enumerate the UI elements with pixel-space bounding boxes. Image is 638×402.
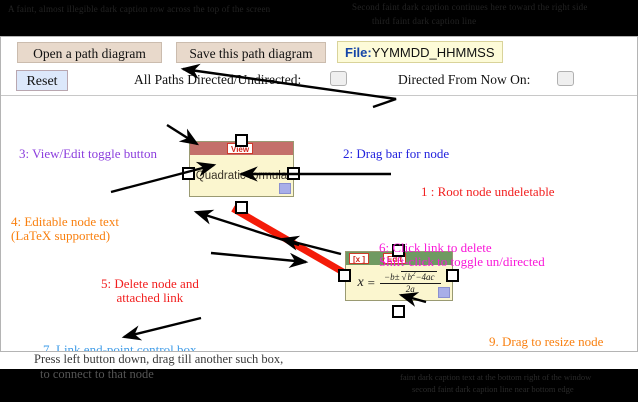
- annotation-4-line-2: (LaTeX supported): [11, 228, 111, 243]
- link-line[interactable]: [231, 205, 349, 278]
- formula-fraction: −b±√b2−4ac 2a: [380, 271, 441, 294]
- footer-line-1: Press left button down, drag till anothe…: [34, 352, 284, 366]
- annotation-4-line-1: 4: Editable node text: [11, 214, 119, 229]
- node-root-resize-handle[interactable]: [279, 183, 291, 194]
- file-name-value: YYMMDD_HHMMSS: [371, 45, 495, 60]
- annotation-7-line-1: 7. Link end-point control box: [43, 342, 197, 352]
- footer-white-strip: [0, 352, 638, 369]
- annotation-6: 6: Click link to delete Shift-click to t…: [379, 241, 545, 269]
- node-child-control-box-right[interactable]: [446, 269, 459, 282]
- annotation-5-line-1: 5: Delete node and: [101, 276, 199, 291]
- formula-denominator: 2a: [405, 284, 415, 294]
- annotation-5-line-2: attached link: [116, 290, 184, 305]
- bottom-banner-line-1: faint dark caption text at the bottom ri…: [400, 372, 592, 382]
- directed-from-now-on-toggle[interactable]: [557, 71, 574, 86]
- top-banner-line-3: third faint dark caption line: [372, 16, 477, 26]
- annotation-1: 1 : Root node undeletable: [421, 184, 555, 199]
- node-root[interactable]: View Quadratic formula: [189, 141, 294, 197]
- node-root-control-box-right[interactable]: [287, 167, 300, 180]
- top-banner-line-2: Second faint dark caption continues here…: [352, 2, 588, 12]
- node-child-control-box-bottom[interactable]: [392, 305, 405, 318]
- formula-fraction-bar: [380, 283, 441, 284]
- bottom-banner-line-2: second faint dark caption line near bott…: [412, 384, 574, 394]
- node-child-resize-handle[interactable]: [438, 287, 450, 298]
- annotation-3: 3: View/Edit toggle button: [19, 146, 157, 161]
- annotation-9: 9. Drag to resize node: [489, 334, 604, 349]
- annotation-7: 7. Link end-point control box Click to c…: [43, 343, 196, 352]
- reset-button[interactable]: Reset: [16, 70, 68, 91]
- node-root-control-box-top[interactable]: [235, 134, 248, 147]
- node-root-text[interactable]: Quadratic formula: [195, 169, 288, 182]
- file-name-field[interactable]: File:YYMMDD_HHMMSS: [337, 41, 503, 63]
- formula-lhs: x: [357, 274, 364, 290]
- node-child-control-box-left[interactable]: [338, 269, 351, 282]
- annotation-6-line-1: 6: Click link to delete: [379, 240, 492, 255]
- node-child-formula[interactable]: x = −b±√b2−4ac 2a: [357, 271, 441, 294]
- annotation-4: 4: Editable node text (LaTeX supported): [11, 215, 119, 243]
- open-path-diagram-button[interactable]: Open a path diagram: [17, 42, 162, 63]
- save-path-diagram-button[interactable]: Save this path diagram: [176, 42, 326, 63]
- node-child-control-box-top[interactable]: [392, 244, 405, 257]
- annotation-2: 2: Drag bar for node: [343, 146, 450, 161]
- node-root-control-box-left[interactable]: [182, 167, 195, 180]
- toolbar-row-secondary: Reset All Paths Directed/Undirected: Dir…: [1, 67, 637, 96]
- bottom-banner: faint dark caption text at the bottom ri…: [0, 369, 638, 402]
- diagram-canvas[interactable]: Open a path diagram Save this path diagr…: [0, 36, 638, 352]
- node-child-delete-button[interactable]: [x ]: [349, 253, 369, 264]
- toolbar-row-primary: Open a path diagram Save this path diagr…: [1, 37, 637, 67]
- node-child-body[interactable]: x = −b±√b2−4ac 2a: [346, 265, 452, 300]
- formula-equals: =: [367, 274, 375, 290]
- footer-line-2: to connect to that node: [40, 367, 154, 381]
- all-paths-directed-label: All Paths Directed/Undirected:: [134, 72, 302, 87]
- directed-from-now-on-label: Directed From Now On:: [398, 72, 531, 87]
- node-root-body[interactable]: Quadratic formula: [190, 155, 293, 196]
- formula-numerator: −b±√b2−4ac: [384, 270, 437, 282]
- all-paths-directed-toggle[interactable]: [330, 71, 347, 86]
- top-banner: A faint, almost illegible dark caption r…: [0, 0, 638, 36]
- annotation-6-line-2: Shift-click to toggle un/directed: [379, 254, 545, 269]
- node-root-control-box-bottom[interactable]: [235, 201, 248, 214]
- file-label: File:: [345, 45, 372, 60]
- annotation-5: 5: Delete node and attached link: [101, 277, 199, 305]
- top-banner-line-1: A faint, almost illegible dark caption r…: [8, 4, 271, 14]
